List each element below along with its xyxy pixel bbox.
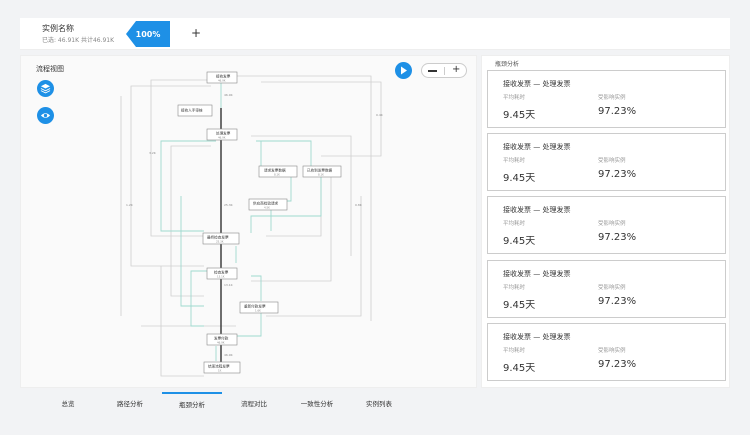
instance-selection-count: 已选: 46.91K 共计46.91K: [42, 37, 115, 44]
flow-node-label: 供应商检验请求: [253, 201, 279, 206]
flow-node[interactable]: 最终检查发票 25.3K: [202, 232, 240, 245]
flow-node-count: 46.9K: [218, 136, 226, 140]
process-map[interactable]: 46.9K 3.2K 25.3K 0.4K 1.2K 0.8K 13.1K 46…: [21, 56, 478, 389]
bottleneck-analysis-panel: 瓶颈分析 接收发票 — 处理发票 平均耗时 受影响实例 9.45天 97.23%…: [481, 55, 730, 388]
bottleneck-card[interactable]: 接收发票 — 处理发票 平均耗时 受影响实例 9.45天 97.23%: [487, 260, 726, 318]
affected-value: 97.23%: [598, 359, 637, 370]
flow-node[interactable]: 检查发票 13.1K: [206, 267, 238, 280]
avg-time-label: 平均耗时: [503, 158, 526, 164]
flow-node-label: 最终检查发票: [207, 235, 229, 240]
percent-badge[interactable]: 100%: [126, 21, 170, 47]
bottom-tab-bar: 总览 路径分析 瓶颈分析 流程对比 一致性分析 实例列表: [20, 392, 730, 414]
flow-node-label: 接收人手审核: [181, 108, 203, 113]
tab-instance-list[interactable]: 实例列表: [366, 400, 392, 408]
affected-label: 受影响实例: [598, 348, 626, 354]
flow-node[interactable]: 重新付款发票 1.6K: [239, 301, 279, 314]
play-button[interactable]: [395, 62, 412, 79]
flow-node-count: 46.9K: [217, 341, 225, 345]
tab-path-analysis[interactable]: 路径分析: [117, 400, 143, 408]
avg-time-label: 平均耗时: [503, 348, 526, 354]
flow-node-label: 发票付款: [214, 336, 229, 341]
bottleneck-card-title: 接收发票 — 处理发票: [503, 333, 571, 341]
svg-text:1.2K: 1.2K: [126, 203, 134, 207]
minus-icon[interactable]: [428, 70, 437, 72]
avg-time-label: 平均耗时: [503, 95, 526, 101]
process-view-title: 流程视图: [36, 65, 64, 73]
avg-time-value: 9.45天: [503, 363, 536, 374]
process-view-panel: 46.9K 3.2K 25.3K 0.4K 1.2K 0.8K 13.1K 46…: [20, 55, 477, 388]
flow-node-label: 请求发票数据: [264, 168, 286, 173]
avg-time-value: 9.45天: [503, 300, 536, 311]
tab-process-compare[interactable]: 流程对比: [241, 400, 267, 408]
play-icon: [400, 66, 407, 75]
flow-node-count: 46.9K: [218, 79, 226, 83]
flow-node[interactable]: 供应商检验请求 4.5K: [248, 198, 288, 211]
affected-value: 97.23%: [598, 296, 637, 307]
flow-node-count: 1K: [218, 369, 222, 373]
affected-label: 受影响实例: [598, 95, 626, 101]
bottleneck-card-title: 接收发票 — 处理发票: [503, 80, 571, 88]
flow-node[interactable]: 接收人手审核: [177, 104, 213, 117]
flow-node-count: 8.1K: [274, 173, 280, 177]
flow-node[interactable]: 处理发票 46.9K: [206, 128, 238, 141]
flow-node-label: 接收发票: [216, 74, 231, 79]
tab-overview[interactable]: 总览: [61, 400, 75, 408]
bottleneck-card[interactable]: 接收发票 — 处理发票 平均耗时 受影响实例 9.45天 97.23%: [487, 323, 726, 381]
flow-node[interactable]: 发票付款 46.9K: [206, 333, 238, 346]
avg-time-value: 9.45天: [503, 173, 536, 184]
affected-value: 97.23%: [598, 232, 637, 243]
affected-label: 受影响实例: [598, 221, 626, 227]
avg-time-label: 平均耗时: [503, 221, 526, 227]
svg-text:46.9K: 46.9K: [224, 93, 234, 97]
flow-node-label: 重新付款发票: [244, 304, 266, 309]
svg-text:0.8K: 0.8K: [355, 203, 363, 207]
flow-node-label: 已收到发票数据: [307, 168, 333, 173]
flow-node-label: 结束流程发票: [208, 364, 230, 369]
eye-icon[interactable]: [37, 107, 54, 124]
flow-node-label: 检查发票: [214, 270, 229, 275]
bottleneck-card-title: 接收发票 — 处理发票: [503, 270, 571, 278]
flow-node-count: 1.6K: [255, 309, 261, 313]
flow-node-count: 8.1K: [318, 173, 324, 177]
avg-time-value: 9.45天: [503, 110, 536, 121]
flow-node[interactable]: 请求发票数据 8.1K: [258, 165, 298, 178]
flow-node-count: 4.5K: [264, 206, 270, 210]
tab-conformance-analysis[interactable]: 一致性分析: [300, 400, 334, 408]
svg-text:3.2K: 3.2K: [149, 151, 157, 155]
avg-time-label: 平均耗时: [503, 285, 526, 291]
svg-text:46.9K: 46.9K: [224, 353, 234, 357]
bottleneck-card[interactable]: 接收发票 — 处理发票 平均耗时 受影响实例 9.45天 97.23%: [487, 70, 726, 128]
bottleneck-card-title: 接收发票 — 处理发票: [503, 143, 571, 151]
flow-node-count: 13.1K: [217, 275, 225, 279]
zoom-in-button[interactable]: +: [452, 64, 461, 75]
add-button[interactable]: +: [191, 26, 202, 40]
affected-value: 97.23%: [598, 106, 637, 117]
zoom-control: +: [421, 63, 467, 78]
bottleneck-card[interactable]: 接收发票 — 处理发票 平均耗时 受影响实例 9.45天 97.23%: [487, 133, 726, 191]
svg-text:25.3K: 25.3K: [224, 203, 234, 207]
svg-text:13.1K: 13.1K: [224, 283, 234, 287]
svg-text:0.4K: 0.4K: [376, 113, 384, 117]
flow-node-label: 处理发票: [216, 131, 231, 136]
layers-icon[interactable]: [37, 80, 54, 97]
flow-node[interactable]: 已收到发票数据 8.1K: [302, 165, 342, 178]
instance-title: 实例名称: [42, 24, 74, 33]
affected-label: 受影响实例: [598, 158, 626, 164]
bottleneck-card[interactable]: 接收发票 — 处理发票 平均耗时 受影响实例 9.45天 97.23%: [487, 196, 726, 254]
zoom-divider: [444, 67, 445, 75]
affected-label: 受影响实例: [598, 285, 626, 291]
header-bar: 实例名称 已选: 46.91K 共计46.91K 100% +: [20, 18, 730, 50]
bottleneck-card-title: 接收发票 — 处理发票: [503, 206, 571, 214]
flow-node[interactable]: 结束流程发票 1K: [203, 361, 241, 374]
flow-node-count: 25.3K: [216, 240, 224, 244]
tab-bottleneck-analysis[interactable]: 瓶颈分析: [162, 392, 222, 414]
affected-value: 97.23%: [598, 169, 637, 180]
analysis-title: 瓶颈分析: [495, 61, 520, 68]
avg-time-value: 9.45天: [503, 236, 536, 247]
flow-node[interactable]: 接收发票 46.9K: [206, 71, 238, 84]
